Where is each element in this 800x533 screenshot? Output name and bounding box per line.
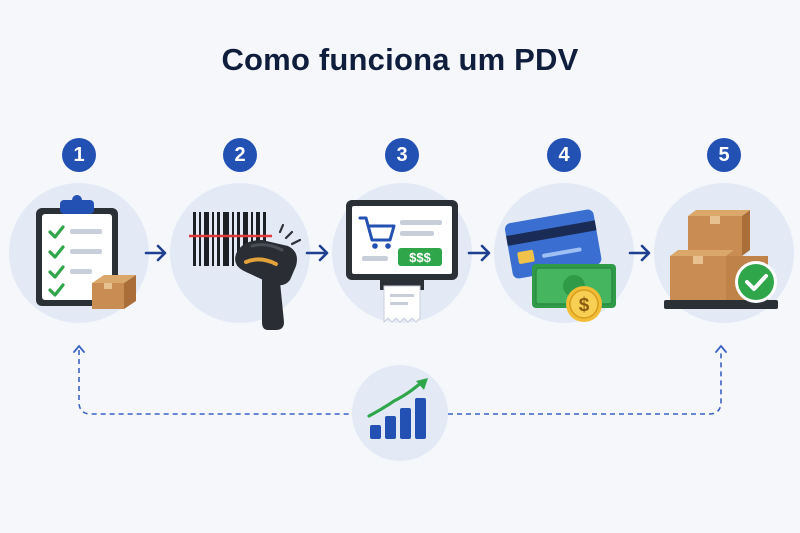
step-3-number: 3 <box>385 138 419 172</box>
step-4-number: 4 <box>547 138 581 172</box>
arrow-2-3 <box>305 244 329 262</box>
boxes-check-icon <box>664 210 778 309</box>
coin-label: $ <box>579 295 590 316</box>
card-cash-coin-icon: $ <box>504 209 616 322</box>
monitor-price-label: $$$ <box>409 250 431 265</box>
arrow-1-2 <box>144 244 167 262</box>
growth-bar-chart-icon <box>352 365 448 461</box>
step-1-number: 1 <box>62 138 96 172</box>
page-title: Como funciona um PDV <box>221 42 579 77</box>
arrow-3-4 <box>467 244 491 262</box>
pos-monitor-receipt-icon: $$$ <box>346 200 458 324</box>
step-5-number: 5 <box>707 138 741 172</box>
checklist-clipboard-box-icon <box>36 195 136 309</box>
feedback-arrowheads <box>73 344 727 353</box>
step-2-number: 2 <box>223 138 257 172</box>
feedback-loop-dashed <box>78 350 722 415</box>
arrow-4-5 <box>628 244 651 262</box>
barcode-scanner-icon <box>189 212 302 330</box>
